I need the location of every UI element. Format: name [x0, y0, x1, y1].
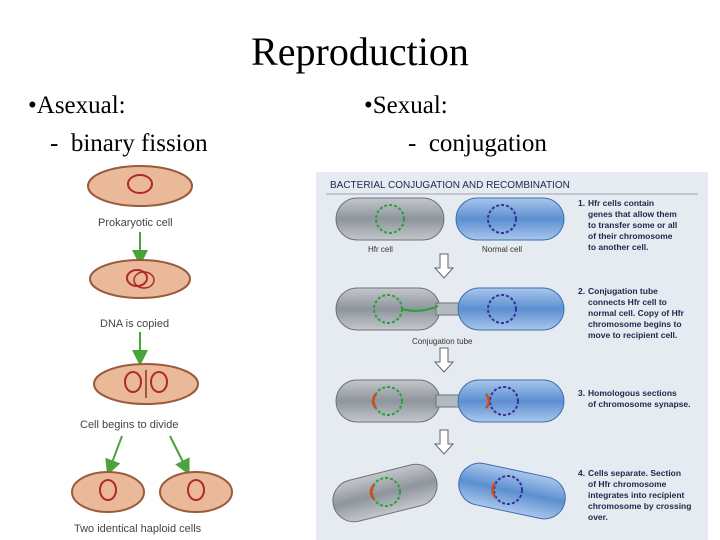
- binary-fission-diagram: Prokaryotic cell DNA is copied Cell begi…: [71, 165, 233, 535]
- recombinant-chromosome: [493, 475, 523, 505]
- step-1-number: 1.: [578, 198, 585, 208]
- fission-label-step4: Two identical haploid cells: [74, 523, 202, 535]
- dash-glyph: -: [408, 130, 417, 157]
- arrow: [169, 435, 190, 476]
- hfr-chromosome: [371, 477, 401, 507]
- conjugation-tube-label: Conjugation tube: [412, 337, 473, 346]
- step-4-line: integrates into recipient: [588, 490, 685, 500]
- down-arrow: [433, 347, 455, 373]
- down-arrow: [433, 429, 455, 455]
- step-2-line: Conjugation tube: [588, 286, 658, 296]
- step-1-line: Hfr cells contain: [588, 198, 654, 208]
- sexual-item: - conjugation: [408, 130, 547, 158]
- prokaryotic-cell: [87, 165, 193, 207]
- dna-loop: [133, 271, 155, 289]
- step-4-line: chromosome by crossing: [588, 501, 691, 511]
- dna-loop: [99, 479, 117, 501]
- hfr-chromosome: [373, 386, 403, 416]
- step-2-line: move to recipient cell.: [588, 330, 677, 340]
- replicating-cell: [89, 259, 191, 299]
- normal-chromosome: [487, 204, 517, 234]
- step-2-number: 2.: [578, 286, 585, 296]
- dna-loop: [124, 371, 142, 393]
- hfr-cell-label: Hfr cell: [368, 245, 393, 254]
- daughter-cell: [159, 471, 233, 513]
- asexual-heading-text: Asexual:: [36, 92, 126, 119]
- dash-glyph: -: [50, 130, 59, 157]
- sexual-item-text: conjugation: [428, 130, 547, 157]
- normal-cell: [458, 462, 566, 520]
- asexual-item: - binary fission: [50, 130, 208, 158]
- step-3-line: Homologous sections: [588, 388, 677, 398]
- down-arrow: [433, 253, 455, 279]
- conjugation-heading: BACTERIAL CONJUGATION AND RECOMBINATION: [330, 180, 570, 191]
- step-1-line: of their chromosome: [588, 231, 673, 241]
- step-4-line: of Hfr chromosome: [588, 479, 667, 489]
- hfr-cell: [335, 197, 445, 241]
- synapse-segment: [485, 393, 491, 409]
- normal-cell: [457, 287, 565, 331]
- fission-label-step3: Cell begins to divide: [80, 419, 178, 431]
- hfr-chromosome: [375, 204, 405, 234]
- asexual-item-text: binary fission: [70, 130, 208, 157]
- fission-label-step2: DNA is copied: [100, 318, 169, 330]
- bullet-glyph: •: [364, 92, 373, 119]
- synapse-segment: [369, 484, 375, 500]
- fission-label-step1: Prokaryotic cell: [98, 217, 173, 229]
- step-4-line: over.: [588, 512, 608, 522]
- transferring-dna: [401, 305, 439, 312]
- step-2-line: chromosome begins to: [588, 319, 682, 329]
- dna-loop: [127, 174, 153, 194]
- step-3-line: of chromosome synapse.: [588, 399, 691, 409]
- sexual-heading: •Sexual:: [364, 92, 448, 120]
- step-4-line: Cells separate. Section: [588, 468, 681, 478]
- step-4-number: 4.: [578, 468, 585, 478]
- dna-loop: [187, 479, 205, 501]
- slide-title: Reproduction: [251, 29, 469, 74]
- conjugation-diagram: BACTERIAL CONJUGATION AND RECOMBINATION …: [316, 172, 708, 540]
- asexual-heading: •Asexual:: [28, 92, 126, 120]
- normal-chromosome: [489, 386, 519, 416]
- normal-cell: [455, 197, 565, 241]
- dna-loop: [150, 371, 168, 393]
- step-1-line: to another cell.: [588, 242, 648, 252]
- normal-cell-label: Normal cell: [482, 245, 522, 254]
- daughter-cell: [71, 471, 145, 513]
- step-1-line: genes that allow them: [588, 209, 677, 219]
- normal-cell: [457, 379, 565, 423]
- step-3-number: 3.: [578, 388, 585, 398]
- hfr-cell: [332, 463, 438, 523]
- step-1-line: to transfer some or all: [588, 220, 677, 230]
- step-2-line: connects Hfr cell to: [588, 297, 667, 307]
- arrow: [105, 435, 123, 476]
- integrated-segment: [491, 482, 497, 498]
- step-2-line: normal cell. Copy of Hfr: [588, 308, 685, 318]
- normal-chromosome: [487, 294, 517, 324]
- synapse-segment: [371, 393, 377, 409]
- bullet-glyph: •: [28, 92, 37, 119]
- sexual-heading-text: Sexual:: [372, 92, 448, 119]
